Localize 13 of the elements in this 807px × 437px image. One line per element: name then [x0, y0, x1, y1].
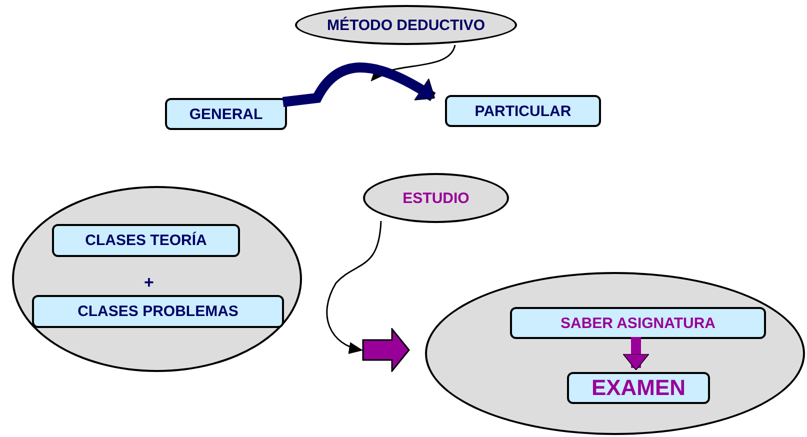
- study-ellipse: ESTUDIO: [363, 173, 509, 223]
- concept-box: GENERAL: [165, 98, 287, 130]
- method-ellipse: MÉTODO DEDUCTIVO: [295, 5, 517, 45]
- arrow: [326, 220, 382, 353]
- concept-box: CLASES PROBLEMAS: [32, 295, 284, 328]
- concept-box: CLASES TEORÍA: [52, 224, 240, 257]
- block-arrow: [362, 328, 410, 372]
- plus-sign: +: [144, 272, 154, 294]
- concept-box: EXAMEN: [567, 372, 710, 404]
- concept-box: PARTICULAR: [445, 95, 601, 127]
- arrow: [282, 62, 436, 107]
- concept-box: SABER ASIGNATURA: [510, 307, 766, 339]
- arrow: [622, 337, 650, 370]
